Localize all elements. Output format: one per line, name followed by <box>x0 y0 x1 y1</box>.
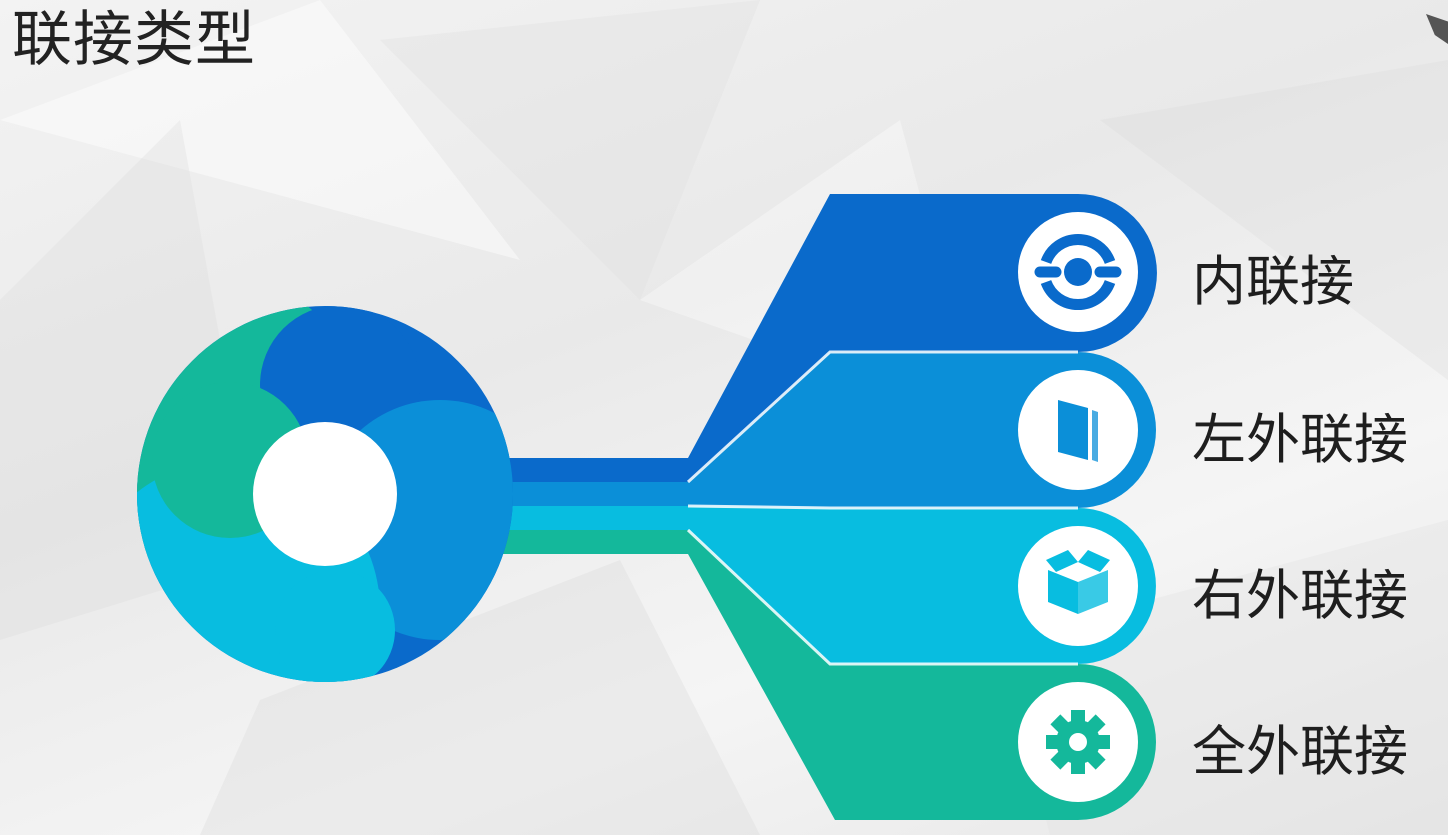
stem-bar-1 <box>495 458 690 482</box>
label-full-outer-join: 全外联接 <box>1192 720 1408 783</box>
page-title: 联接类型 <box>12 5 256 75</box>
icon-circle-1 <box>1018 212 1138 332</box>
stem-bar-2 <box>495 482 690 506</box>
gear-icon <box>1046 710 1110 774</box>
icon-circle-2 <box>1018 370 1138 490</box>
icon-circle-3 <box>1018 526 1138 646</box>
stem-bar-3 <box>495 506 690 530</box>
stem-bar-4 <box>495 530 690 554</box>
label-inner-join: 内联接 <box>1192 250 1354 313</box>
box-icon <box>1046 550 1110 614</box>
label-right-outer-join: 右外联接 <box>1192 564 1408 627</box>
sync-icon <box>1034 234 1122 310</box>
book-icon <box>1058 400 1098 462</box>
label-left-outer-join: 左外联接 <box>1192 408 1408 471</box>
icon-circle-4 <box>1018 682 1138 802</box>
hub-circle <box>137 306 513 682</box>
